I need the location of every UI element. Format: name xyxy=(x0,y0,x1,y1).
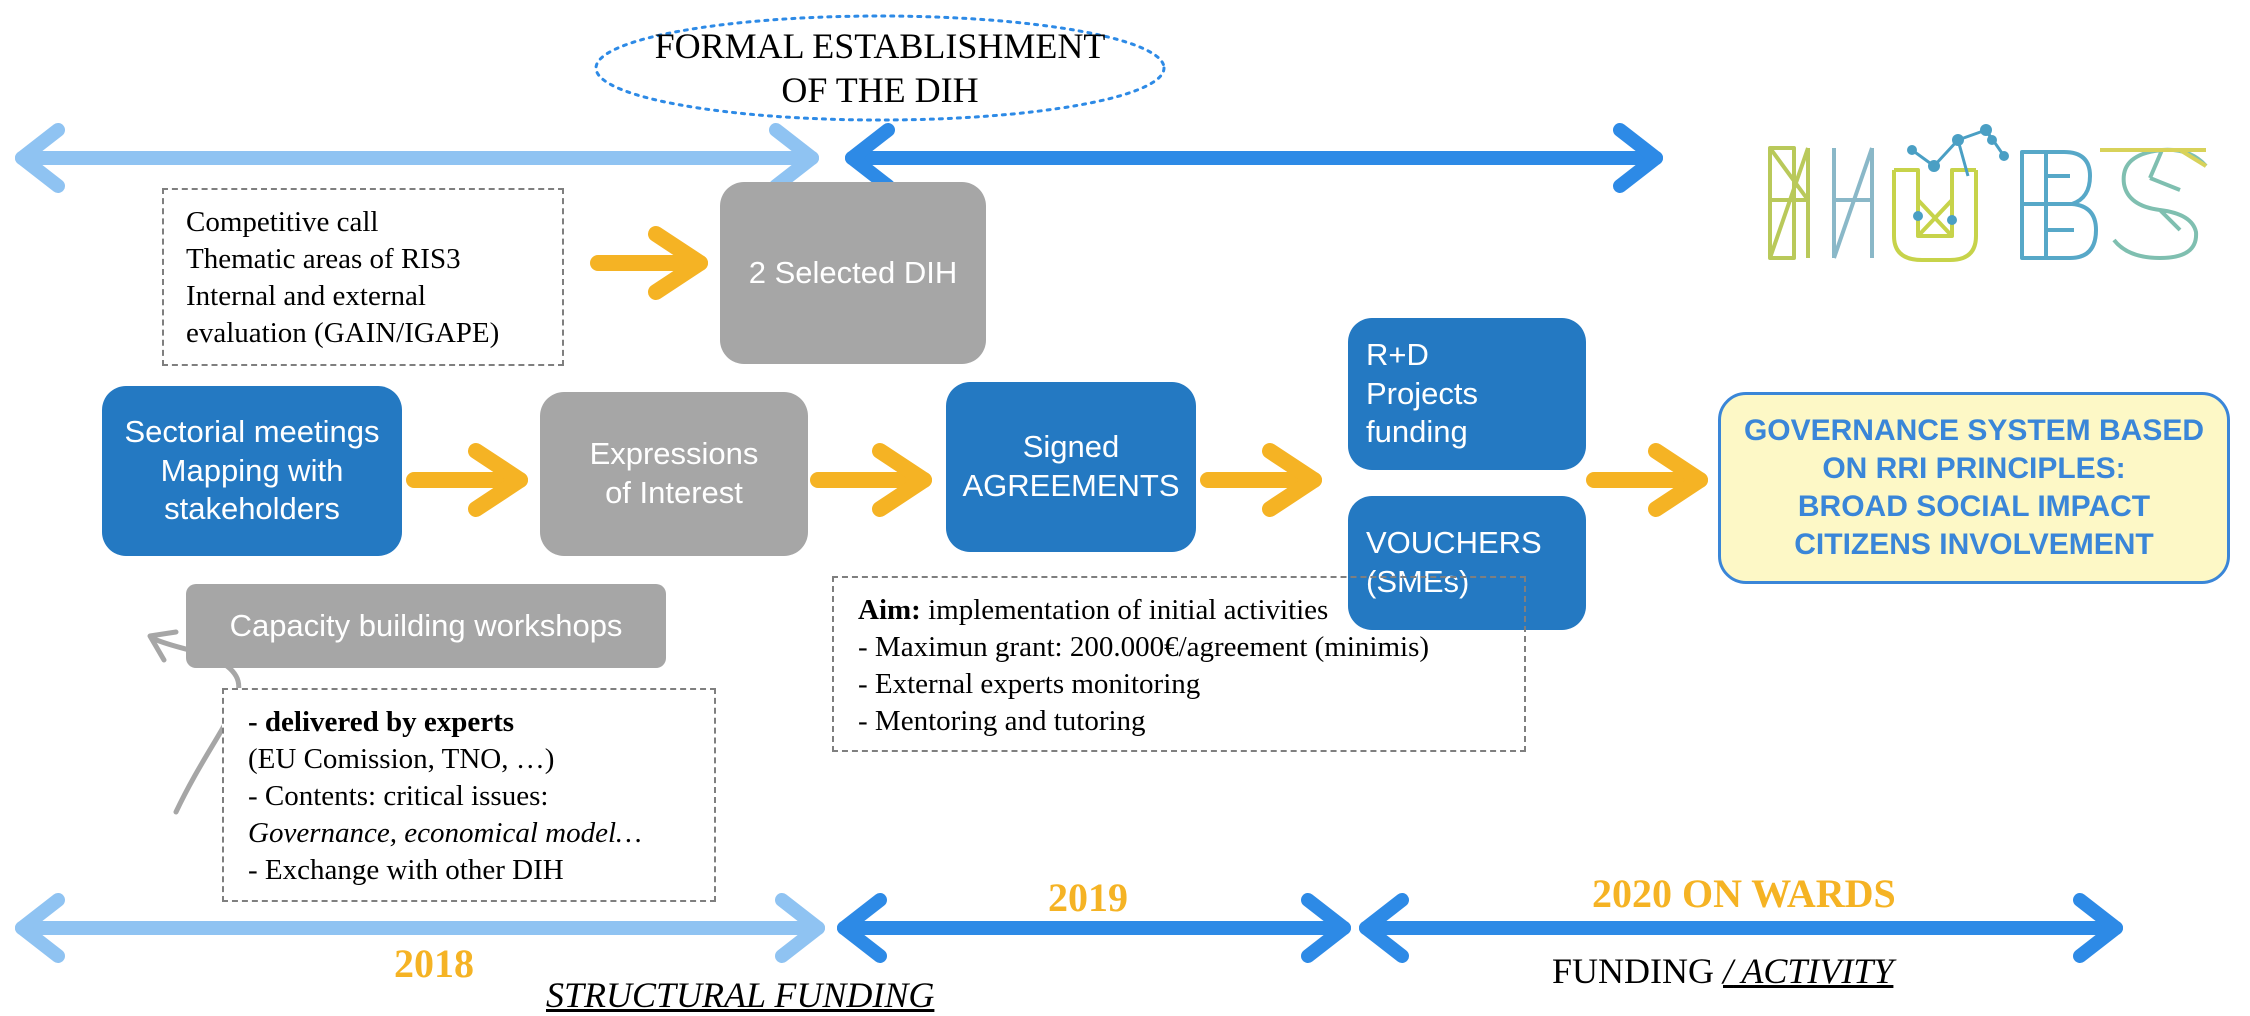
funding-activity-label: FUNDING / ACTIVITY xyxy=(1552,950,1893,992)
call-note-line: evaluation (GAIN/IGAPE) xyxy=(186,317,500,349)
governance-box: GOVERNANCE SYSTEM BASED ON RRI PRINCIPLE… xyxy=(1718,392,2230,584)
formal-establishment-ellipse xyxy=(594,14,1166,122)
hubs-logo xyxy=(1768,124,2208,262)
top-right-double-arrow xyxy=(845,123,1663,193)
curved-arrow-to-capacity xyxy=(147,629,242,815)
formal-establishment-line-1: FORMAL ESTABLISHMENT xyxy=(654,26,1106,66)
capacity-building-box: Capacity building workshops xyxy=(186,584,666,668)
call-note-line: Competitive call xyxy=(186,206,379,238)
year-2020-label: 2020 ON WARDS xyxy=(1592,871,1896,916)
timeline-arrow-2020 xyxy=(1359,893,2123,963)
aim-note-line: - External experts monitoring xyxy=(858,668,1201,700)
formal-establishment-line-2: OF THE DIH xyxy=(781,70,979,110)
arrow-sectorial-to-expressions xyxy=(406,443,528,517)
experts-note: - delivered by experts (EU Comission, TN… xyxy=(222,688,716,902)
signed-agreements-box: Signed AGREEMENTS xyxy=(946,382,1196,552)
structural-funding-label: STRUCTURAL FUNDING xyxy=(546,975,935,1015)
arrow-signed-to-funding xyxy=(1200,443,1322,517)
aim-text: implementation of initial activities xyxy=(920,594,1329,626)
timeline-arrow-2019 xyxy=(837,893,1351,963)
aim-note: Aim: implementation of initial activitie… xyxy=(832,576,1526,752)
activity-word: ACTIVITY xyxy=(1733,951,1894,991)
sectorial-meetings-box: Sectorial meetings Mapping with stakehol… xyxy=(102,386,402,556)
arrow-funding-to-governance xyxy=(1586,443,1708,517)
year-2018-label: 2018 xyxy=(394,941,474,986)
experts-note-heading: - delivered by experts xyxy=(248,706,515,738)
top-left-double-arrow xyxy=(15,123,819,193)
year-2019-label: 2019 xyxy=(1048,875,1128,920)
funding-slash: / xyxy=(1723,951,1734,991)
experts-note-line: Governance, economical model… xyxy=(248,817,642,849)
expressions-of-interest-box: Expressions of Interest xyxy=(540,392,808,556)
funding-word: FUNDING xyxy=(1552,951,1723,991)
formal-establishment-title: FORMAL ESTABLISHMENT OF THE DIH xyxy=(620,24,1140,112)
aim-note-line: Aim: implementation of initial activitie… xyxy=(858,592,1524,629)
experts-note-line: (EU Comission, TNO, …) xyxy=(248,743,555,775)
call-note-line: Internal and external xyxy=(186,280,426,312)
experts-note-line: - Exchange with other DIH xyxy=(248,854,564,886)
selected-dih-box: 2 Selected DIH xyxy=(720,182,986,364)
competitive-call-note: Competitive call Thematic areas of RIS3 … xyxy=(162,188,564,366)
arrow-expressions-to-signed xyxy=(810,443,932,517)
call-note-line: Thematic areas of RIS3 xyxy=(186,243,461,275)
experts-note-line: - Contents: critical issues: xyxy=(248,780,549,812)
vouchers-box: VOUCHERS (SMEs) xyxy=(1348,496,1586,630)
aim-note-line: - Mentoring and tutoring xyxy=(858,705,1146,737)
aim-label: Aim: xyxy=(858,594,921,626)
aim-note-line: - Maximun grant: 200.000€/agreement (min… xyxy=(858,631,1430,663)
arrow-call-to-selected xyxy=(590,226,708,300)
rd-projects-funding-box: R+D Projects funding xyxy=(1348,318,1586,470)
timeline-arrow-2018 xyxy=(15,893,825,963)
